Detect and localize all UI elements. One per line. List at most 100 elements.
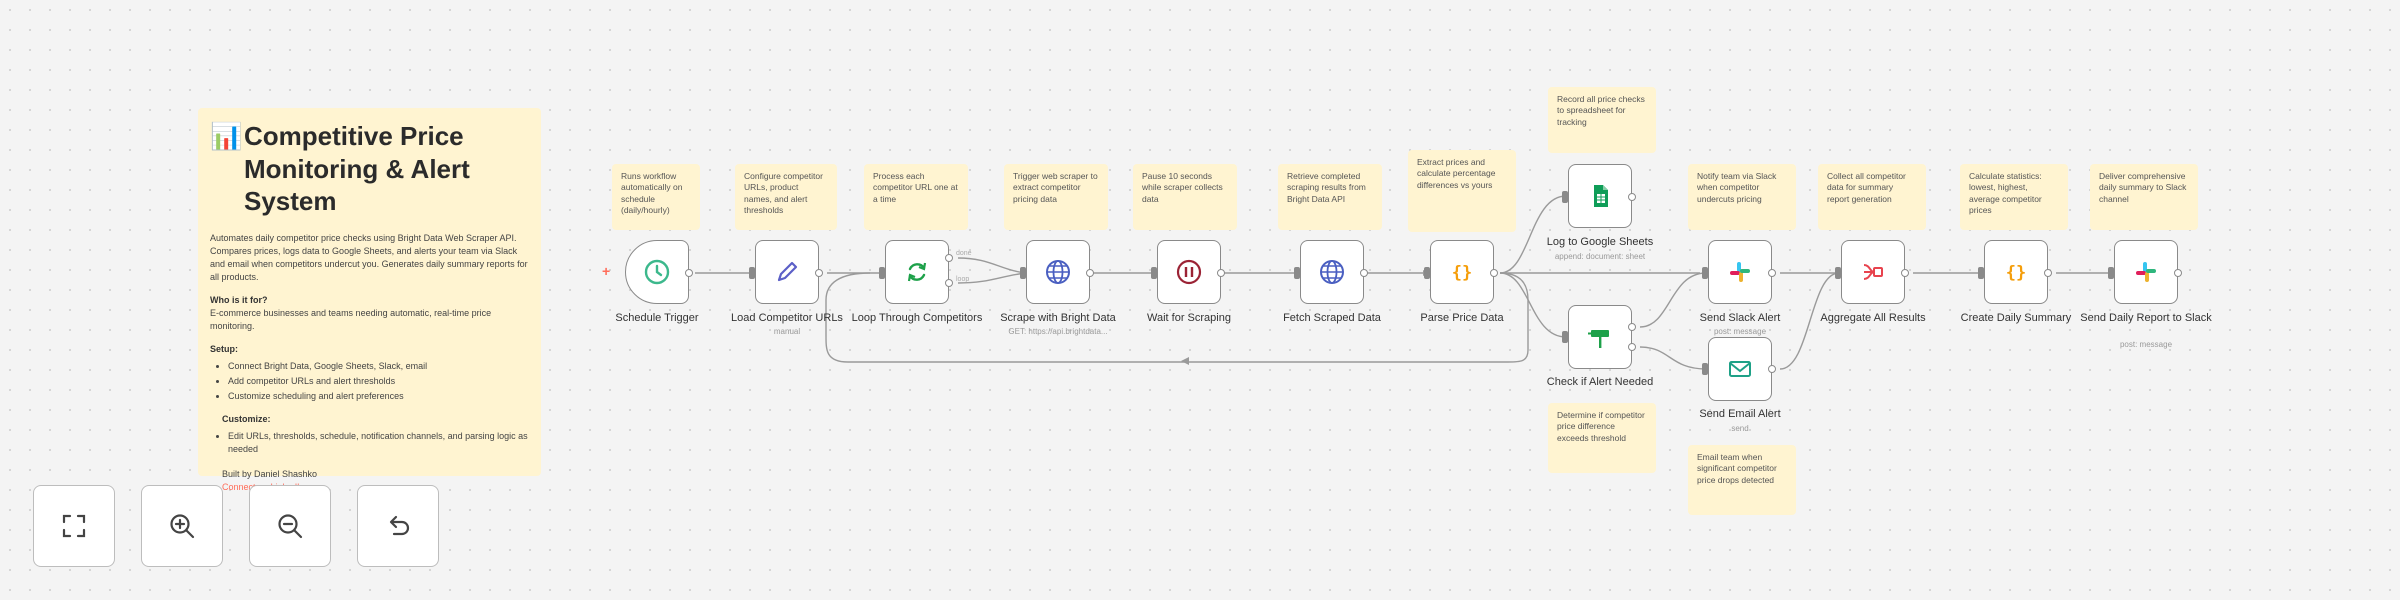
node-schedule-trigger[interactable]	[625, 240, 689, 304]
node-create-daily-summary[interactable]: {}	[1984, 240, 2048, 304]
fit-view-button[interactable]	[33, 485, 115, 567]
output-port[interactable]	[1217, 269, 1225, 277]
who-text: E-commerce businesses and teams needing …	[210, 307, 492, 331]
sticky-note-loop[interactable]: Process each competitor URL one at a tim…	[864, 164, 968, 230]
workflow-description: Automates daily competitor price checks …	[210, 232, 528, 282]
slack-icon	[2136, 262, 2156, 282]
branch-label-done: done	[956, 250, 972, 257]
output-port-true[interactable]	[1628, 323, 1636, 331]
sticky-note-scrape[interactable]: Trigger web scraper to extract competito…	[1004, 164, 1108, 230]
sticky-note-text: Pause 10 seconds while scraper collects …	[1142, 171, 1223, 204]
zoom-in-button[interactable]	[141, 485, 223, 567]
input-port[interactable]	[1562, 331, 1568, 343]
node-send-slack-alert[interactable]	[1708, 240, 1772, 304]
node-check-alert-needed[interactable]	[1568, 305, 1632, 369]
branch-label-loop: loop	[956, 276, 970, 283]
sticky-note-text: Extract prices and calculate percentage …	[1417, 157, 1496, 190]
sticky-note-aggregate[interactable]: Collect all competitor data for summary …	[1818, 164, 1926, 230]
node-label: Loop Through Competitors	[851, 312, 983, 324]
node-scrape-bright-data[interactable]	[1026, 240, 1090, 304]
google-sheets-icon	[1594, 185, 1608, 207]
input-port[interactable]	[1978, 267, 1984, 279]
output-port[interactable]	[1360, 269, 1368, 277]
zoom-out-button[interactable]	[249, 485, 331, 567]
input-port[interactable]	[1835, 267, 1841, 279]
input-port[interactable]	[1702, 267, 1708, 279]
sticky-note-slack[interactable]: Notify team via Slack when competitor un…	[1688, 164, 1796, 230]
sticky-note-summary[interactable]: Calculate statistics: lowest, highest, a…	[1960, 164, 2068, 230]
input-port[interactable]	[1151, 267, 1157, 279]
fit-view-icon	[62, 514, 86, 538]
node-aggregate-results[interactable]	[1841, 240, 1905, 304]
globe-icon	[1320, 260, 1344, 284]
node-send-daily-report[interactable]	[2114, 240, 2178, 304]
node-send-email-alert[interactable]	[1708, 337, 1772, 401]
node-label: Scrape with Bright Data	[1000, 312, 1116, 324]
node-loop-through-competitors[interactable]	[885, 240, 949, 304]
node-wait-for-scraping[interactable]	[1157, 240, 1221, 304]
aggregate-icon	[1863, 264, 1883, 280]
output-port[interactable]	[2174, 269, 2182, 277]
svg-text:{}: {}	[1452, 263, 1472, 283]
sticky-note-schedule[interactable]: Runs workflow automatically on schedule …	[612, 164, 700, 230]
output-port[interactable]	[2044, 269, 2052, 277]
node-label: Parse Price Data	[1420, 312, 1504, 324]
sticky-note-fetch[interactable]: Retrieve completed scraping results from…	[1278, 164, 1382, 230]
output-port[interactable]	[1768, 365, 1776, 373]
node-subtitle: post: message	[2119, 340, 2173, 349]
output-port[interactable]	[1628, 193, 1636, 201]
sticky-note-check[interactable]: Determine if competitor price difference…	[1548, 403, 1656, 473]
add-trigger-icon[interactable]: +	[602, 263, 611, 279]
chart-emoji-icon: 📊	[210, 121, 243, 151]
sticky-note-log[interactable]: Record all price checks to spreadsheet f…	[1548, 87, 1656, 153]
input-port[interactable]	[1424, 267, 1430, 279]
sticky-note-text: Collect all competitor data for summary …	[1827, 171, 1906, 204]
sticky-note-email[interactable]: Email team when significant competitor p…	[1688, 445, 1796, 515]
input-port[interactable]	[749, 267, 755, 279]
main-sticky-note[interactable]: 📊 Competitive Price Monitoring & Alert S…	[198, 108, 541, 492]
node-log-google-sheets[interactable]	[1568, 164, 1632, 228]
output-port[interactable]	[815, 269, 823, 277]
sticky-note-configure[interactable]: Configure competitor URLs, product names…	[735, 164, 837, 230]
output-port-loop[interactable]	[945, 279, 953, 287]
input-port[interactable]	[1562, 191, 1568, 203]
email-icon	[1729, 361, 1751, 377]
reset-zoom-button[interactable]	[357, 485, 439, 567]
sticky-note-text: Process each competitor URL one at a tim…	[873, 171, 958, 204]
node-label: Load Competitor URLs	[731, 312, 843, 324]
node-subtitle: send	[1731, 424, 1749, 433]
node-subtitle: append: document: sheet	[1554, 252, 1646, 261]
if-signpost-icon	[1588, 330, 1609, 348]
input-port[interactable]	[2108, 267, 2114, 279]
sticky-note-text: Deliver comprehensive daily summary to S…	[2099, 171, 2187, 204]
output-port[interactable]	[1086, 269, 1094, 277]
sticky-note-parse[interactable]: Extract prices and calculate percentage …	[1408, 150, 1516, 232]
workflow-title: 📊 Competitive Price Monitoring & Alert S…	[210, 120, 529, 218]
sticky-note-report[interactable]: Deliver comprehensive daily summary to S…	[2090, 164, 2198, 230]
pencil-icon	[777, 261, 798, 282]
input-port[interactable]	[1020, 267, 1026, 279]
input-port[interactable]	[879, 267, 885, 279]
input-port[interactable]	[1294, 267, 1300, 279]
output-port[interactable]	[685, 269, 693, 277]
output-port-false[interactable]	[1628, 343, 1636, 351]
author-credit: Built by Daniel Shashko	[222, 469, 318, 480]
output-port[interactable]	[1490, 269, 1498, 277]
node-load-competitor-urls[interactable]	[755, 240, 819, 304]
output-port[interactable]	[1768, 269, 1776, 277]
sticky-note-text: Configure competitor URLs, product names…	[744, 171, 823, 216]
node-fetch-scraped-data[interactable]	[1300, 240, 1364, 304]
customize-item: Edit URLs, thresholds, schedule, notific…	[228, 430, 529, 456]
node-label: Wait for Scraping	[1147, 312, 1231, 324]
output-port[interactable]	[1901, 269, 1909, 277]
input-port[interactable]	[1702, 363, 1708, 375]
output-port-done[interactable]	[945, 254, 953, 262]
sticky-note-text: Record all price checks to spreadsheet f…	[1557, 94, 1645, 127]
sticky-note-wait[interactable]: Pause 10 seconds while scraper collects …	[1133, 164, 1237, 230]
setup-heading: Setup:	[210, 343, 238, 354]
node-label: Create Daily Summary	[1960, 312, 2072, 324]
customize-heading: Customize:	[222, 414, 271, 425]
setup-item: Add competitor URLs and alert thresholds	[228, 375, 529, 388]
node-parse-price-data[interactable]: {}	[1430, 240, 1494, 304]
